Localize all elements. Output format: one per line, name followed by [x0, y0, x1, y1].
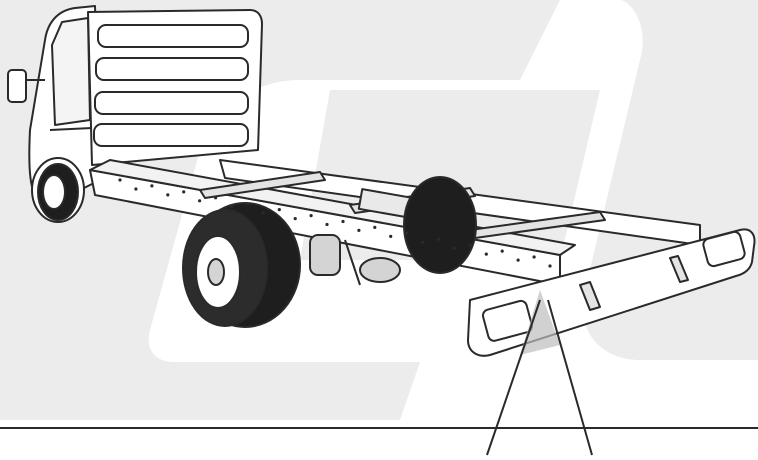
frame-hole — [198, 199, 202, 203]
rear-suspension — [309, 234, 401, 286]
axle-end — [359, 257, 401, 283]
rear-wall-rib-1 — [97, 24, 249, 48]
front-rim — [42, 174, 66, 210]
frame-hole — [245, 202, 249, 206]
air-spring — [309, 234, 341, 276]
frame-hole — [436, 237, 441, 241]
callout-indicator — [486, 290, 593, 456]
frame-hole — [277, 208, 281, 212]
crossmember-1 — [199, 171, 326, 199]
frame-hole — [341, 219, 345, 224]
callout-cone — [520, 290, 560, 355]
frame-hole — [484, 252, 488, 256]
frame-hole — [150, 184, 154, 188]
rear-axle-wheels — [182, 176, 477, 328]
side-mirror — [7, 69, 27, 103]
frame-hole — [421, 240, 425, 244]
rear-wall-rib-4 — [93, 123, 249, 147]
frame-hole — [548, 264, 552, 268]
callout-line-right — [547, 299, 593, 456]
frame-hole — [516, 258, 520, 262]
frame-hole — [325, 222, 329, 227]
rear-right-tire — [403, 176, 477, 274]
rear-left-hub — [207, 258, 225, 286]
frame-hole — [452, 246, 456, 250]
frame-hole — [118, 178, 122, 182]
frame-hole — [214, 196, 218, 200]
rear-wall-rib-2 — [95, 57, 249, 81]
frame-hole — [166, 193, 170, 197]
frame-hole — [468, 243, 472, 247]
frame-hole — [357, 228, 361, 232]
frame-hole — [500, 249, 504, 253]
cab-rear-wall — [87, 9, 263, 166]
bumper-lamp-left — [481, 299, 534, 342]
bumper-bracket — [579, 281, 601, 311]
frame-hole — [293, 217, 297, 221]
frame-hole — [261, 211, 265, 215]
bumper-bracket-2 — [669, 255, 689, 283]
frame-hole — [229, 205, 234, 209]
cab-door-edge — [49, 127, 93, 131]
frame-hole — [373, 225, 377, 229]
cab-windshield — [51, 17, 91, 126]
frame-hole — [389, 234, 393, 238]
frame-hole — [182, 190, 186, 194]
bumper-lamp-right — [702, 230, 746, 268]
rear-wall-rib-3 — [94, 91, 249, 115]
cab — [7, 5, 101, 223]
shock-absorber — [344, 239, 361, 286]
callout-line-left — [486, 299, 541, 456]
frame-hole — [309, 214, 313, 218]
frame-hole — [134, 187, 138, 191]
frame-hole — [405, 231, 409, 235]
frame-holes — [118, 178, 552, 268]
frame-hole — [532, 255, 536, 259]
